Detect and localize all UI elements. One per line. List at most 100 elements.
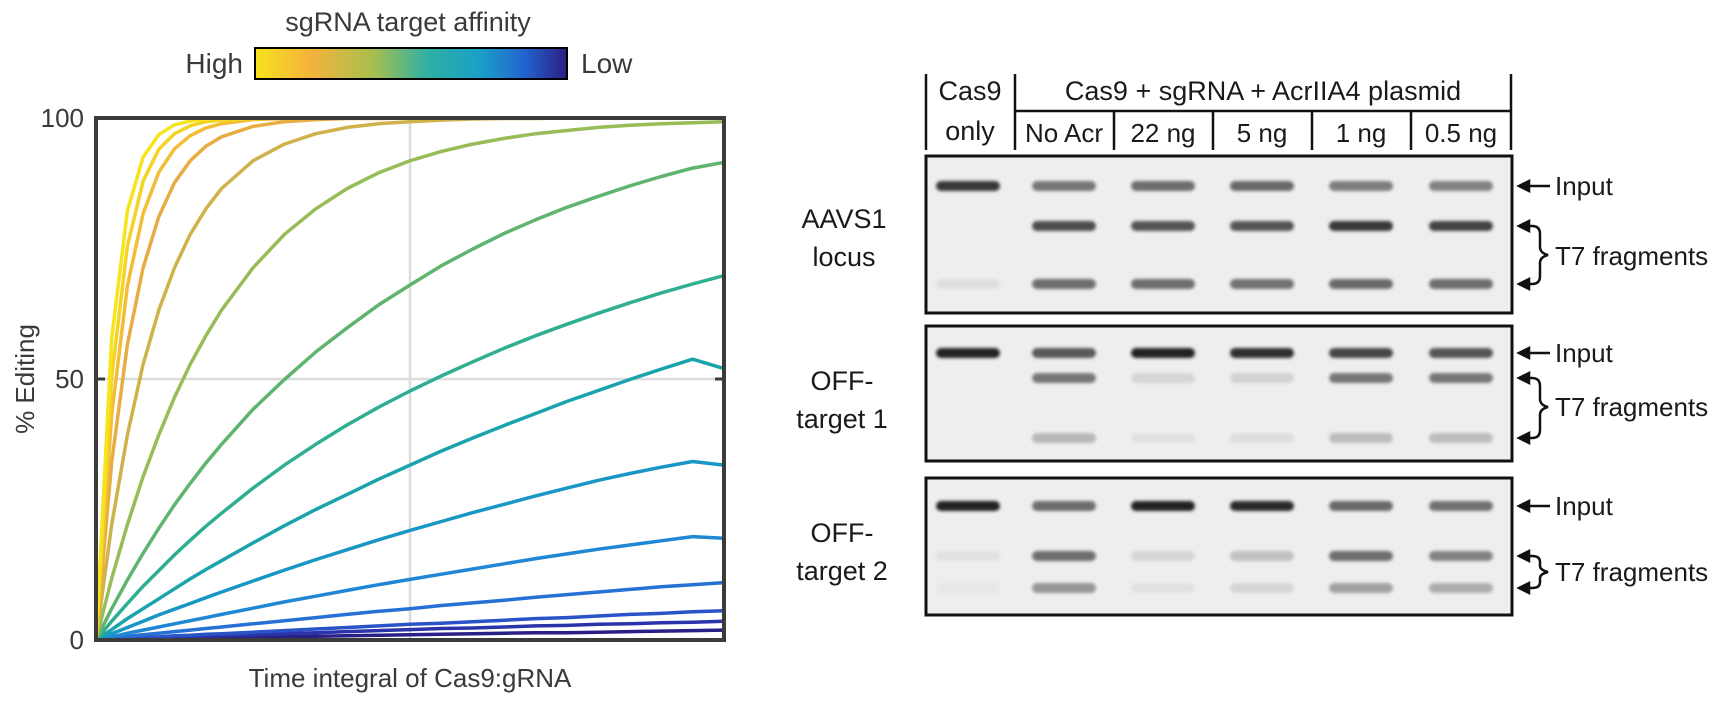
band-group <box>936 501 1493 593</box>
y-tick-label: 50 <box>55 364 84 394</box>
lane-label-1ng: 1 ng <box>1336 118 1387 148</box>
gel-band-frag2 <box>1329 433 1393 443</box>
gel-band-frag2 <box>1230 279 1294 289</box>
input-arrow <box>1516 498 1550 514</box>
gel-image <box>924 476 1514 617</box>
series-line-5 <box>96 118 724 640</box>
fragment-bracket <box>1516 370 1549 446</box>
colorbar-gradient <box>254 47 568 80</box>
gel-band-frag1 <box>1429 373 1493 383</box>
gel-band-frag2 <box>1429 279 1493 289</box>
header-cas9-line1: Cas9 <box>938 76 1001 106</box>
y-tick-label: 100 <box>41 103 84 133</box>
gel-band-input <box>1131 501 1195 511</box>
fragments-label: T7 fragments <box>1555 392 1708 422</box>
series-line-13 <box>96 609 724 640</box>
gel-panel-off-target-1: OFF- target 1 Input T7 fragments <box>796 324 1708 463</box>
input-label: Input <box>1555 491 1614 521</box>
gel-band-frag1 <box>1131 551 1195 561</box>
gel-band-input <box>1032 348 1096 358</box>
gel-panel-off-target-2: OFF- target 2 Input T7 fragments <box>796 476 1708 617</box>
panel-label-line1: OFF- <box>811 366 874 396</box>
gel-band-frag2 <box>1230 583 1294 593</box>
gel-band-frag1 <box>1032 221 1096 231</box>
gel-band-frag2 <box>936 583 1000 593</box>
series-line-6 <box>96 119 724 640</box>
gel-band-input <box>1131 181 1195 191</box>
y-tick-label: 0 <box>70 625 84 655</box>
gel-band-frag1 <box>1230 551 1294 561</box>
series-line-1 <box>96 118 724 640</box>
series-line-2 <box>96 118 724 640</box>
gel-band-input <box>1329 501 1393 511</box>
gel-band-frag1 <box>1131 373 1195 383</box>
input-label: Input <box>1555 171 1614 201</box>
gel-band-frag2 <box>1032 279 1096 289</box>
y-tick-group: 0 50 100 <box>41 103 724 655</box>
grid-lines <box>96 118 724 640</box>
gel-image <box>924 324 1514 463</box>
gel-band-frag2 <box>1429 433 1493 443</box>
gel-band-input <box>936 181 1000 191</box>
fragment-bracket <box>1516 548 1549 596</box>
series-line-11 <box>96 534 724 640</box>
gel-band-frag1 <box>1032 373 1096 383</box>
series-line-3 <box>96 118 724 640</box>
gel-band-input <box>936 348 1000 358</box>
fragment-bracket <box>1516 218 1549 292</box>
colorbar: sgRNA target affinity High Low <box>185 7 633 80</box>
gel-band-frag2 <box>1329 583 1393 593</box>
gel-band-frag1 <box>1429 551 1493 561</box>
gel-band-frag1 <box>1429 221 1493 231</box>
fragments-label: T7 fragments <box>1555 241 1708 271</box>
series-line-10 <box>96 459 724 640</box>
header-group-label: Cas9 + sgRNA + AcrIIA4 plasmid <box>1065 76 1461 106</box>
gel-band-input <box>1032 501 1096 511</box>
gel-image <box>924 154 1514 315</box>
y-axis-label: % Editing <box>10 324 40 434</box>
gel-band-frag2 <box>1131 433 1195 443</box>
gel-band-input <box>1230 501 1294 511</box>
gel-band-input <box>1329 348 1393 358</box>
band-group <box>936 348 1493 443</box>
gel-band-input <box>1429 348 1493 358</box>
colorbar-title: sgRNA target affinity <box>285 7 531 37</box>
gel-band-input <box>1032 181 1096 191</box>
series-line-8 <box>96 273 724 640</box>
gel-header <box>924 74 1513 150</box>
panel-label-line2: target 1 <box>796 404 888 434</box>
series-line-12 <box>96 580 724 640</box>
lane-label-no-acr: No Acr <box>1025 118 1103 148</box>
x-axis-label: Time integral of Cas9:gRNA <box>249 663 572 693</box>
gel-band-frag1 <box>1032 551 1096 561</box>
colorbar-high-label: High <box>185 48 243 79</box>
gel-band-frag2 <box>1329 279 1393 289</box>
lane-label-05ng: 0.5 ng <box>1425 118 1497 148</box>
gel-band-input <box>936 501 1000 511</box>
gel-band-frag1 <box>1329 221 1393 231</box>
gel-band-frag1 <box>1329 373 1393 383</box>
colorbar-low-label: Low <box>581 48 633 79</box>
gel-band-frag1 <box>1329 551 1393 561</box>
input-label: Input <box>1555 338 1614 368</box>
gel-panel-aavs1: AAVS1 locus Input T7 fragments <box>801 154 1708 315</box>
panel-label-line2: target 2 <box>796 556 888 586</box>
gel-figure: Cas9 only Cas9 + sgRNA + AcrIIA4 plasmid… <box>796 74 1708 617</box>
input-arrow <box>1516 345 1550 361</box>
input-arrow <box>1516 178 1550 194</box>
gel-band-frag1 <box>936 551 1000 561</box>
gel-band-input <box>1131 348 1195 358</box>
fragments-label: T7 fragments <box>1555 557 1708 587</box>
gel-band-input <box>1429 501 1493 511</box>
series-line-9 <box>96 357 724 640</box>
panel-label-line1: AAVS1 <box>801 204 886 234</box>
lane-label-22ng: 22 ng <box>1130 118 1195 148</box>
header-cas9-line2: only <box>945 116 995 146</box>
gel-band-input <box>1230 181 1294 191</box>
gel-band-frag2 <box>1131 279 1195 289</box>
gel-band-frag2 <box>1429 583 1493 593</box>
lane-label-5ng: 5 ng <box>1237 118 1288 148</box>
gel-band-input <box>1429 181 1493 191</box>
gel-band-frag1 <box>1131 221 1195 231</box>
